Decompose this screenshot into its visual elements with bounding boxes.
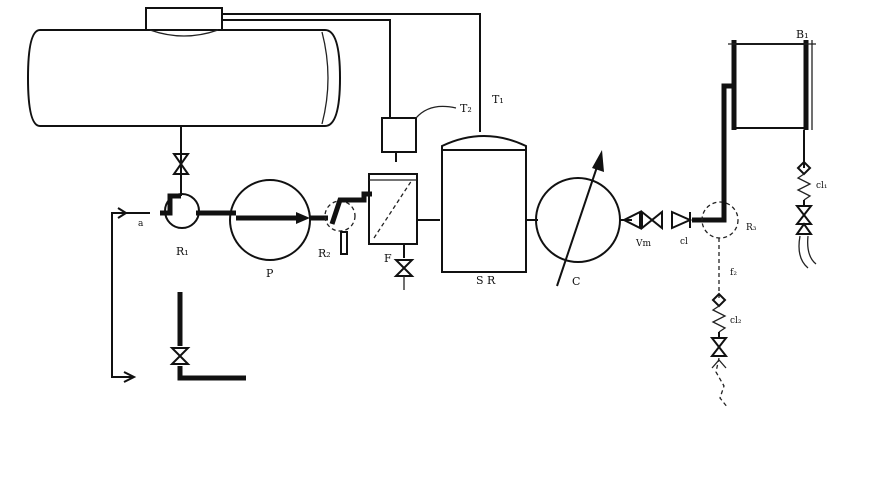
storage-tank (26, 7, 342, 127)
junction-r1 (160, 193, 200, 229)
label-cl: cl (680, 237, 688, 247)
label-r2: R₂ (318, 247, 331, 260)
sensor-t2 (381, 105, 457, 162)
tank-outlet-pipe (172, 126, 190, 196)
label-f2: f₂ (730, 268, 737, 278)
label-t2: T₂ (460, 102, 472, 115)
check-valve-cl (671, 210, 708, 230)
junction-r2 (324, 191, 372, 255)
drum-b1 (728, 40, 816, 130)
sensor-lines (222, 13, 481, 132)
vessel-sr (441, 135, 538, 273)
label-p: P (266, 267, 274, 280)
label-r3: R₃ (746, 223, 757, 233)
line-f2 (709, 238, 729, 409)
drum-outlet (794, 130, 817, 269)
label-f: F (384, 252, 392, 265)
label-cl2: cl₂ (730, 316, 742, 326)
return-loop (111, 207, 150, 383)
component-c (535, 150, 632, 287)
label-cl1: cl₁ (816, 181, 828, 191)
label-sr: S R (476, 274, 496, 287)
valve-vm (621, 209, 663, 231)
pump-p (229, 179, 311, 261)
drain-pipe (169, 292, 246, 381)
label-vm: Vm (635, 239, 651, 249)
filter-f (368, 173, 440, 290)
label-r1: R₁ (176, 245, 189, 258)
label-c: C (572, 275, 580, 288)
label-b1: B₁ (796, 28, 809, 41)
label-t1: T₁ (492, 93, 504, 106)
junction-r3 (701, 83, 739, 239)
label-a: a (138, 219, 144, 229)
